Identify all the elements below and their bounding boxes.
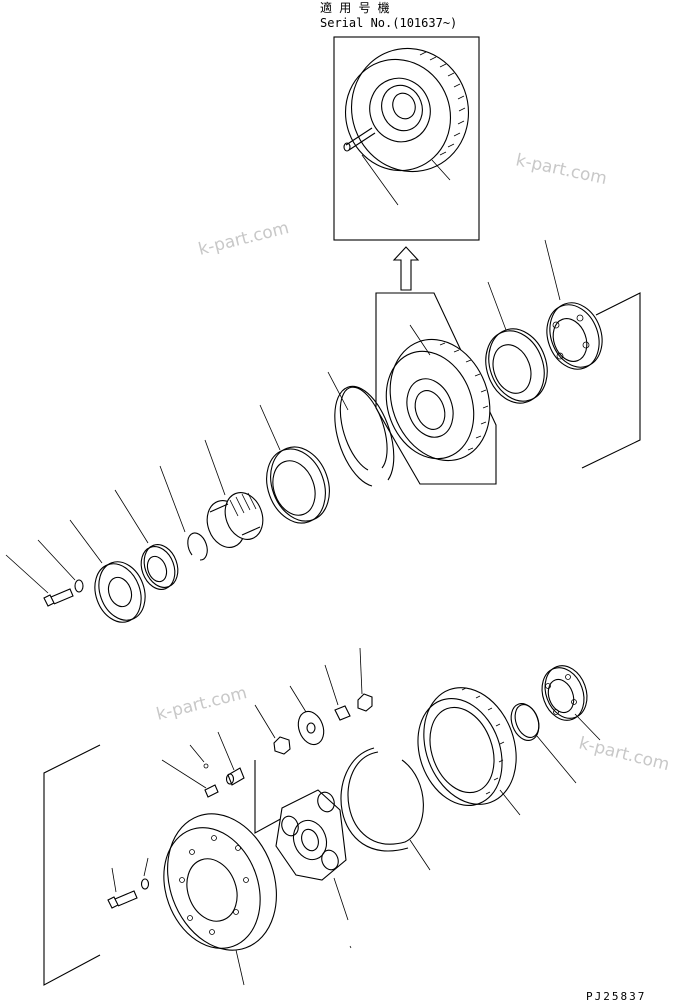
cover-plate — [94, 561, 146, 623]
figure-code: PJ25837 — [586, 990, 646, 1003]
shaft-lower — [225, 767, 245, 786]
watermark-2: k-part.com — [196, 218, 291, 260]
bearing-upper-3 — [266, 446, 330, 524]
bolt-upper — [43, 588, 74, 607]
watermark-4: k-part.com — [577, 733, 672, 775]
serial-number-label: Serial No.(101637~) — [320, 16, 457, 30]
watermark-3: k-part.com — [154, 683, 249, 725]
applicability-label: 適 用 号 機 — [320, 0, 390, 15]
thrust-washer — [357, 693, 373, 712]
snap-ring-lower — [340, 747, 424, 852]
variant-gear-assembly — [344, 47, 470, 173]
planet-gear-carrier — [385, 338, 491, 462]
up-arrow-icon — [392, 246, 420, 291]
bearing-upper-4 — [140, 544, 179, 590]
upper-exploded-view — [5, 239, 641, 623]
pin-lower — [204, 784, 219, 798]
snap-ring-small — [187, 532, 208, 561]
snap-ring-upper — [334, 385, 395, 487]
needle-bearing — [334, 705, 351, 721]
ring-gear — [417, 687, 517, 807]
bearing-lower — [541, 665, 588, 721]
lockball — [203, 763, 209, 769]
hub-drum — [163, 813, 277, 951]
watermark-1: k-part.com — [514, 150, 609, 189]
planet-gear — [297, 710, 325, 746]
washer-upper — [74, 579, 84, 593]
bearing-upper-1 — [485, 328, 548, 404]
serial-variant-inset — [333, 36, 480, 241]
planet-carrier — [275, 789, 347, 881]
seal-ring — [510, 703, 540, 741]
bearing-upper-2 — [546, 302, 603, 370]
nut-lower-1 — [273, 736, 291, 755]
washer-lower — [140, 878, 150, 890]
sun-gear — [206, 492, 264, 548]
bolt-lower — [107, 890, 138, 909]
lower-exploded-view — [43, 647, 601, 986]
variant-pin — [343, 127, 376, 152]
